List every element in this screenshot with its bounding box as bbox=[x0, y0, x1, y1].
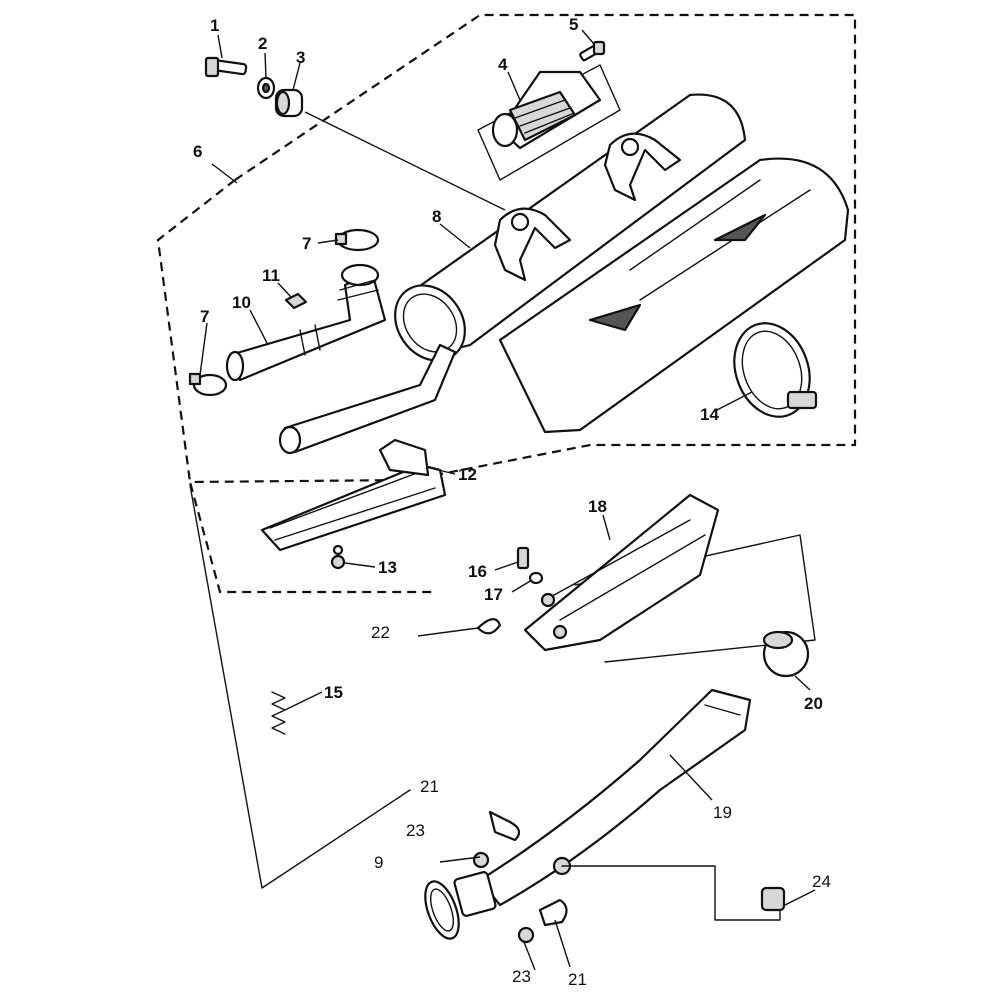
clip-part-11 bbox=[284, 292, 308, 310]
callout-4: 4 bbox=[498, 55, 508, 74]
nut-part-23-lower bbox=[517, 926, 535, 944]
gasket-part-9 bbox=[424, 880, 460, 940]
band-clamp-part-14 bbox=[733, 322, 818, 418]
washer-part-2 bbox=[256, 76, 276, 100]
callout-1: 1 bbox=[210, 16, 219, 35]
callout-6: 6 bbox=[193, 142, 202, 161]
plug-part-22 bbox=[476, 618, 502, 635]
spark-arrester-part-4 bbox=[477, 64, 621, 181]
muffler-part-8 bbox=[394, 93, 747, 362]
clamp-part-7-upper bbox=[334, 228, 380, 252]
washer-part-17 bbox=[528, 571, 544, 585]
bushing-part-3 bbox=[274, 88, 304, 118]
callout-23-lower: 23 bbox=[512, 967, 531, 986]
header-pipe-part-19 bbox=[453, 688, 752, 917]
heat-cover-part-18 bbox=[523, 493, 720, 652]
callout-21-lower: 21 bbox=[568, 970, 587, 989]
callout-7-upper: 7 bbox=[302, 234, 311, 253]
callout-15: 15 bbox=[324, 683, 343, 702]
bolt-part-1 bbox=[204, 56, 248, 78]
callout-18: 18 bbox=[588, 497, 607, 516]
stud-part-21-lower bbox=[538, 898, 568, 927]
callout-20: 20 bbox=[804, 694, 823, 713]
callout-14: 14 bbox=[700, 405, 719, 424]
cap-part-20 bbox=[762, 630, 810, 678]
front-pipe-part-10 bbox=[225, 263, 387, 382]
leader-lines bbox=[199, 29, 816, 971]
heat-shield-part-12 bbox=[260, 438, 447, 552]
leader-3-muffler bbox=[304, 111, 506, 211]
callout-8: 8 bbox=[432, 207, 441, 226]
callout-12: 12 bbox=[458, 465, 477, 484]
muffler-assembly-boundary bbox=[188, 13, 857, 594]
muffler-cover-shells bbox=[498, 157, 850, 434]
sensor-part-24 bbox=[552, 856, 786, 921]
link-pipe bbox=[278, 343, 457, 455]
callout-11: 11 bbox=[262, 266, 280, 285]
callout-21-upper: 21 bbox=[420, 777, 439, 796]
callout-13: 13 bbox=[378, 558, 397, 577]
stud-part-21-upper bbox=[488, 810, 521, 842]
callout-16: 16 bbox=[468, 562, 487, 581]
spring-part-15 bbox=[271, 691, 286, 735]
clamp-part-7-lower bbox=[188, 372, 228, 397]
nut-part-13 bbox=[330, 544, 346, 570]
screw-part-5 bbox=[579, 40, 606, 62]
callout-23-upper: 23 bbox=[406, 821, 425, 840]
nut-part-23-upper bbox=[472, 851, 490, 869]
callout-3: 3 bbox=[296, 48, 305, 67]
callout-7-lower: 7 bbox=[200, 307, 209, 326]
lower-assembly-outline bbox=[189, 484, 411, 889]
callout-19: 19 bbox=[713, 803, 732, 822]
bolt-part-16 bbox=[516, 546, 530, 570]
callout-9: 9 bbox=[374, 853, 383, 872]
callout-24: 24 bbox=[812, 872, 831, 891]
callout-17: 17 bbox=[484, 585, 503, 604]
callout-10: 10 bbox=[232, 293, 251, 312]
callout-5: 5 bbox=[569, 15, 578, 34]
muffler-assembly-boundary-left bbox=[156, 179, 236, 483]
callout-22: 22 bbox=[371, 623, 390, 642]
callout-2: 2 bbox=[258, 34, 267, 53]
